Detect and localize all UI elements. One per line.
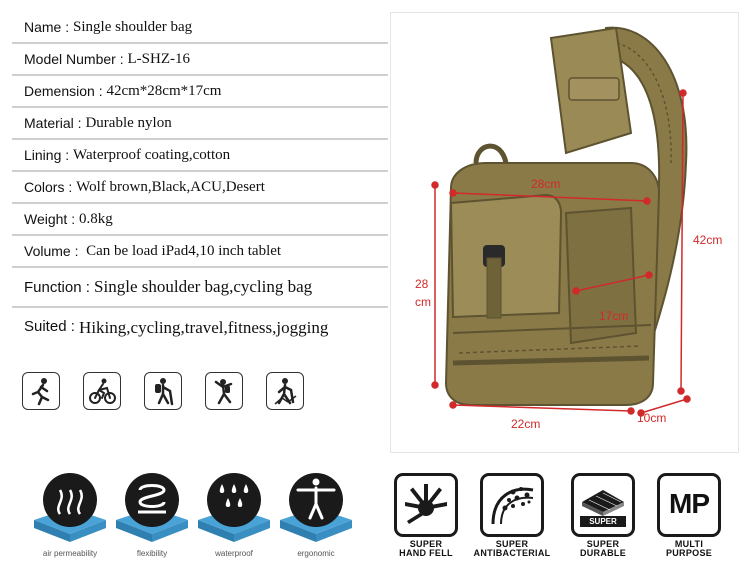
spec-value: Hiking,cycling,travel,fitness,jogging bbox=[79, 318, 329, 337]
badge-antibacterial bbox=[480, 473, 544, 537]
spec-label: Colors : bbox=[24, 179, 77, 195]
spec-label: Material : bbox=[24, 115, 86, 131]
feature-caption: ergonomic bbox=[297, 549, 335, 558]
spec-row-weight: Weight : 0.8kg bbox=[12, 204, 388, 236]
badge-hand-fell bbox=[394, 473, 458, 537]
dim-height-left-unit: cm bbox=[415, 295, 431, 309]
spec-row-material: Material : Durable nylon bbox=[12, 108, 388, 140]
badge-caption-line1: SUPER bbox=[586, 539, 620, 549]
spec-row-lining: Lining : Waterproof coating,cotton bbox=[12, 140, 388, 172]
running-icon bbox=[22, 372, 60, 410]
badge-inner-label: SUPER bbox=[580, 516, 626, 527]
spec-table: Name : Single shoulder bag Model Number … bbox=[12, 12, 388, 453]
feature-caption: waterproof bbox=[215, 549, 253, 558]
product-image: 28cm 42cm 28 cm 17cm 22cm 10cm bbox=[390, 12, 739, 453]
spec-label: Lining : bbox=[24, 147, 74, 163]
human-figure-icon bbox=[296, 478, 336, 520]
spec-label: Demension : bbox=[24, 83, 107, 99]
badge-caption-line2: ANTIBACTERIAL bbox=[473, 548, 551, 558]
spec-value: Wolf brown,Black,ACU,Desert bbox=[76, 178, 265, 195]
badge-caption-line2: HAND FELL bbox=[399, 548, 453, 558]
spec-row-colors: Colors : Wolf brown,Black,ACU,Desert bbox=[12, 172, 388, 204]
spec-value: Single shoulder bag bbox=[73, 18, 193, 35]
spec-value: Durable nylon bbox=[85, 114, 172, 131]
spec-row-volume: Volume : Can be load iPad4,10 inch table… bbox=[12, 236, 388, 268]
spec-label: Function : bbox=[24, 278, 95, 296]
spring-icon bbox=[138, 484, 166, 514]
feature-ergonomic: ergonomic bbox=[276, 470, 356, 558]
hiking-icon bbox=[144, 372, 182, 410]
cycling-icon bbox=[83, 372, 121, 410]
spec-label: Volume : bbox=[24, 243, 83, 259]
climbing-icon bbox=[205, 372, 243, 410]
badge-inner-label: MP bbox=[669, 488, 710, 519]
spec-label: Model Number : bbox=[24, 51, 128, 67]
spec-row-dimension: Demension : 42cm*28cm*17cm bbox=[12, 76, 388, 108]
spec-row-function: Function : Single shoulder bag,cycling b… bbox=[12, 268, 388, 308]
dim-width-top: 28cm bbox=[531, 177, 561, 191]
badge-durable: SUPER bbox=[571, 473, 635, 537]
spec-value: 0.8kg bbox=[79, 210, 113, 227]
dim-height-left-value: 28 bbox=[415, 277, 429, 291]
dim-depth-bottom: 10cm bbox=[637, 411, 667, 425]
spec-label: Name : bbox=[24, 19, 74, 35]
spec-value: 42cm*28cm*17cm bbox=[106, 82, 222, 99]
spec-row-name: Name : Single shoulder bag bbox=[12, 12, 388, 44]
dim-width-bottom: 22cm bbox=[511, 417, 541, 431]
spec-row-model: Model Number : L-SHZ-16 bbox=[12, 44, 388, 76]
spec-row-suited: Suited : Hiking,cycling,travel,fitness,j… bbox=[12, 308, 388, 453]
feature-caption: flexibility bbox=[136, 549, 168, 558]
bag-illustration bbox=[431, 26, 691, 417]
hand-icon bbox=[405, 484, 447, 524]
badge-caption-line2: PURPOSE bbox=[665, 548, 713, 558]
fabric-icon bbox=[582, 490, 624, 516]
air-wave-icon bbox=[57, 489, 83, 515]
feature-caption: air permeability bbox=[42, 549, 98, 558]
spec-value: L-SHZ-16 bbox=[127, 50, 190, 67]
feature-waterproof: waterproof bbox=[194, 470, 274, 558]
spec-value: Waterproof coating,cotton bbox=[73, 146, 231, 163]
antibacterial-icon bbox=[491, 487, 534, 525]
badge-caption-line1: SUPER bbox=[409, 539, 443, 549]
feature-air-permeability: air permeability bbox=[30, 470, 110, 558]
water-drops-icon bbox=[219, 484, 249, 507]
trekking-icon bbox=[266, 372, 304, 410]
spec-value: Can be load iPad4,10 inch tablet bbox=[82, 242, 282, 259]
feature-flexibility: flexibility bbox=[112, 470, 192, 558]
badge-multi-purpose: MP bbox=[657, 473, 721, 537]
badge-caption-line2: DURABLE bbox=[579, 548, 627, 558]
dim-height-right: 42cm bbox=[693, 233, 723, 247]
badge-caption-line1: MULTI bbox=[674, 539, 704, 549]
spec-value: Single shoulder bag,cycling bag bbox=[94, 277, 313, 296]
activity-icons bbox=[22, 372, 304, 410]
badge-caption-line1: SUPER bbox=[495, 539, 529, 549]
dim-depth-side: 17cm bbox=[599, 309, 629, 323]
spec-label: Weight : bbox=[24, 211, 79, 227]
spec-label: Suited : bbox=[24, 318, 80, 335]
